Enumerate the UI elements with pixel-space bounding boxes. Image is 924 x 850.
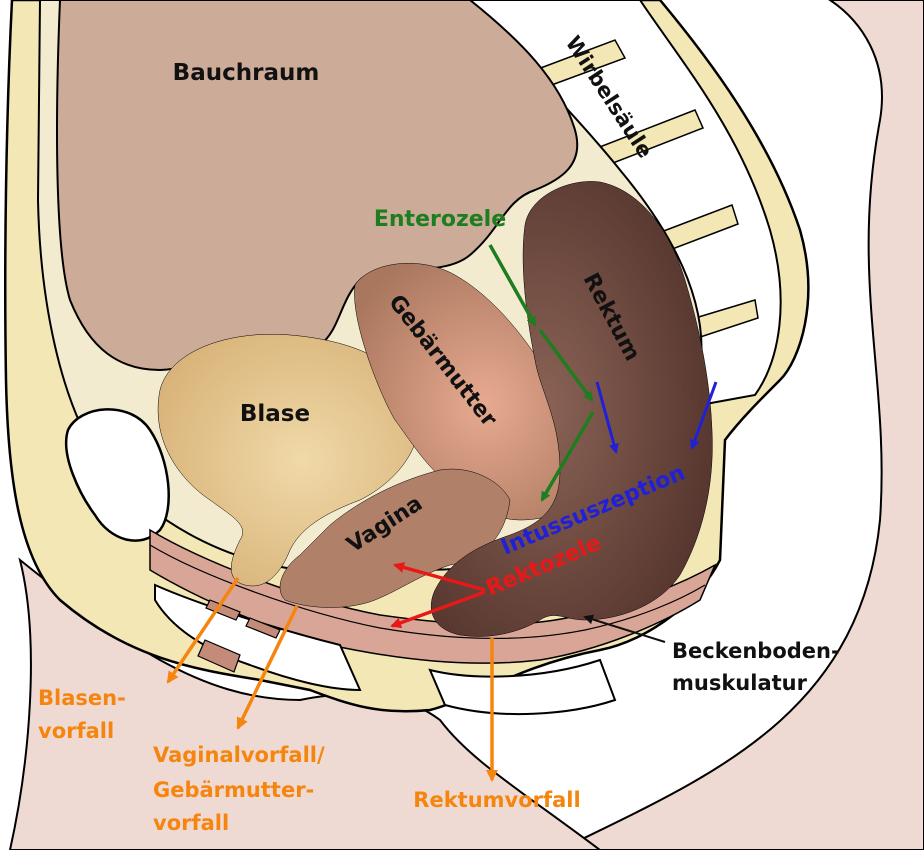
label-vaginalvorfall-line1: Vaginalvorfall/ (153, 743, 325, 767)
label-blasenvorfall-line2: vorfall (38, 719, 114, 743)
label-bauchraum: Bauchraum (173, 60, 320, 86)
label-blasenvorfall-line1: Blasen- (38, 686, 126, 710)
label-vaginalvorfall-line2: Gebärmutter- (153, 778, 314, 802)
label-blase: Blase (240, 401, 310, 427)
label-enterozele: Enterozele (374, 207, 506, 232)
label-vaginalvorfall-line3: vorfall (153, 811, 229, 835)
label-rektumvorfall: Rektumvorfall (413, 788, 580, 812)
label-beckenboden-line2: muskulatur (672, 671, 808, 695)
label-beckenboden-line1: Beckenboden- (672, 639, 840, 663)
